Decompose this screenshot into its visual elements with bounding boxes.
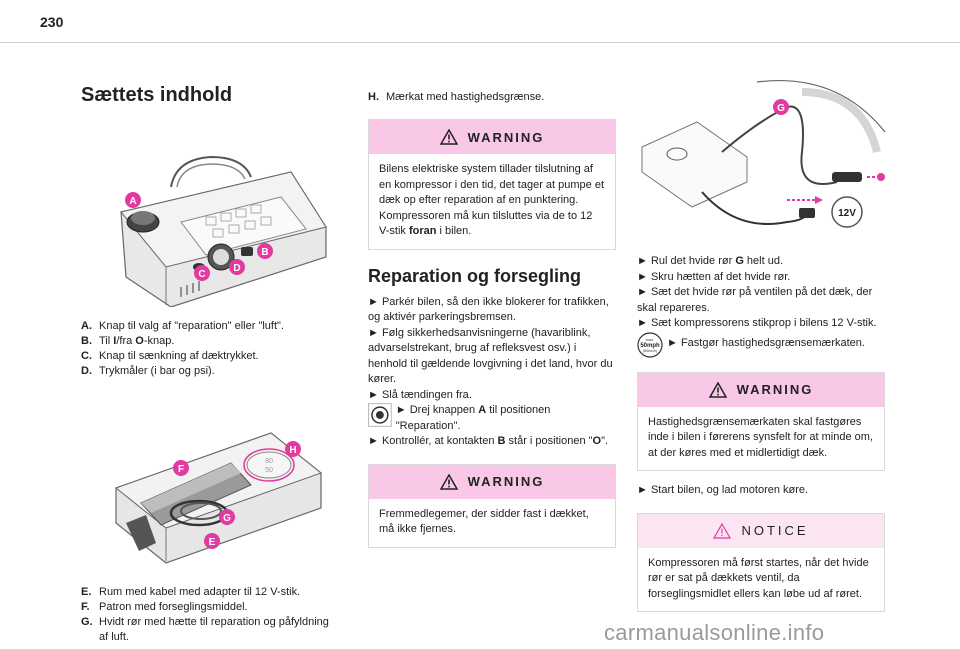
legend-item-a: A. Knap til valg af "reparation" eller "… xyxy=(81,320,284,332)
warning-box-electrical: WARNING Bilens elektriske system tillade… xyxy=(368,119,616,250)
warning-triangle-icon xyxy=(439,129,458,145)
step-safety: ► Følg sikkerhedsanvisningerne (havaribl… xyxy=(368,326,613,386)
repair-steps: ► Parkér bilen, så den ikke blokerer for… xyxy=(368,295,616,450)
svg-text:50mph: 50mph xyxy=(640,343,660,349)
step-turn-knob: ► Drej knappen A til positionen "Reparat… xyxy=(395,404,551,432)
figure-hose-connection: 12V G xyxy=(637,72,886,242)
hose-connection-illustration: 12V G xyxy=(641,79,886,228)
notice-header: NOTICE xyxy=(638,513,884,548)
fig2-label-h: H xyxy=(289,445,296,456)
warning-triangle-icon xyxy=(439,473,458,490)
warning-text-sticker: Hastighedsgrænsemærkaten skal fastgøres … xyxy=(648,415,873,459)
fig2-label-f: F xyxy=(178,464,184,475)
gauge-value-50: 50 xyxy=(265,467,273,474)
speed-limit-sticker-icon: max. 50mph (80km/h) xyxy=(637,331,663,358)
12v-socket-label: 12V xyxy=(838,208,856,219)
repair-knob-icon xyxy=(368,403,392,427)
kit-inside-illustration: 80 50 H F G E xyxy=(114,432,323,564)
step-ignition-off: ► Slå tændingen fra. xyxy=(368,388,472,401)
header-rule xyxy=(0,42,960,43)
section-title-repair: Reparation og forsegling xyxy=(368,265,582,286)
column-2: H. Mærkat med hastighedsgrænse. WARNING … xyxy=(368,60,616,548)
legend-kit-lid: A. Knap til valg af "reparation" eller "… xyxy=(81,319,329,379)
step-attach-sticker: ► Fastgør hastighedsgrænsemærkaten. xyxy=(667,336,865,349)
section-title-kit-contents: Sættets indhold xyxy=(81,84,233,106)
step-check-switch: ► Kontrollér, at kontakten B står i posi… xyxy=(368,435,609,447)
step-unroll-hose: ► Rul det hvide rør G helt ud. xyxy=(637,255,784,267)
fig2-label-g: G xyxy=(223,513,231,524)
legend-kit-inside: E. Rum med kabel med adapter til 12 V-st… xyxy=(81,585,329,645)
fig1-label-d: D xyxy=(233,263,240,274)
warning-header: WARNING xyxy=(369,120,615,154)
page-number: 230 xyxy=(40,14,64,30)
column-1: Sættets indhold xyxy=(81,60,329,645)
notice-triangle-icon xyxy=(713,522,732,539)
svg-text:max.: max. xyxy=(646,337,655,342)
kit-lid-illustration: A B C D xyxy=(120,155,327,307)
figure-kit-inside: 80 50 H F G E xyxy=(81,393,329,573)
legend-item-f: F. Patron med forseglingsmiddel. xyxy=(81,601,248,613)
gauge-value-80: 80 xyxy=(265,458,273,465)
connection-steps: ► Rul det hvide rør G helt ud. ► Skru hæ… xyxy=(637,254,885,358)
fig3-label-g: G xyxy=(777,103,785,114)
step-park: ► Parkér bilen, så den ikke blokerer for… xyxy=(368,295,609,324)
legend-item-c: C. Knap til sænkning af dæktrykket. xyxy=(81,350,259,362)
fig1-label-a: A xyxy=(129,196,136,207)
step-plug-in: ► Sæt kompressorens stikprop i bilens 12… xyxy=(637,317,877,329)
legend-item-h: H. Mærkat med hastighedsgrænse. xyxy=(368,91,545,103)
warning-text-foreign-objects: Fremmedlegemer, der sidder fast i dækket… xyxy=(379,507,589,536)
warning-header: WARNING xyxy=(369,464,615,499)
fig1-label-b: B xyxy=(261,247,268,258)
step-sticker-row: max. 50mph (80km/h) ► Fastgør hastigheds… xyxy=(637,331,885,358)
column-3: 12V G ► Rul det hvide rør G helt ud. ► S… xyxy=(637,60,886,612)
warning-text-electrical: Bilens elektriske system tillader tilslu… xyxy=(379,163,605,237)
svg-text:(80km/h): (80km/h) xyxy=(643,349,657,353)
legend-item-e: E. Rum med kabel med adapter til 12 V-st… xyxy=(81,586,301,598)
warning-header: WARNING xyxy=(638,372,884,407)
notice-box-compressor: NOTICE Kompressoren må først startes, nå… xyxy=(637,512,885,612)
warning-box-sticker: WARNING Hastighedsgrænsemærkaten skal fa… xyxy=(637,371,885,471)
step-attach-valve: ► Sæt det hvide rør på ventilen på det d… xyxy=(637,286,873,314)
warning-box-foreign-objects: WARNING Fremmedlegemer, der sidder fast … xyxy=(368,463,616,548)
step-knob-row: ► Drej knappen A til positionen "Reparat… xyxy=(368,403,616,434)
warning-triangle-icon xyxy=(708,381,727,398)
figure-kit-lid: A B C D xyxy=(81,117,329,307)
legend-item-d: D. Trykmåler (i bar og psi). xyxy=(81,365,215,377)
fig2-label-e: E xyxy=(209,537,216,548)
watermark: carmanualsonline.info xyxy=(604,620,825,645)
notice-text-compressor: Kompressoren må først startes, når det h… xyxy=(648,556,869,600)
step-start-engine: ► Start bilen, og lad motoren køre. xyxy=(637,484,809,496)
legend-item-g: G. Hvidt rør med hætte til reparation og… xyxy=(81,616,329,643)
fig1-label-c: C xyxy=(198,269,205,280)
legend-item-b: B. Til I/fra O-knap. xyxy=(81,335,175,347)
step-unscrew-cap: ► Skru hætten af det hvide rør. xyxy=(637,270,791,283)
